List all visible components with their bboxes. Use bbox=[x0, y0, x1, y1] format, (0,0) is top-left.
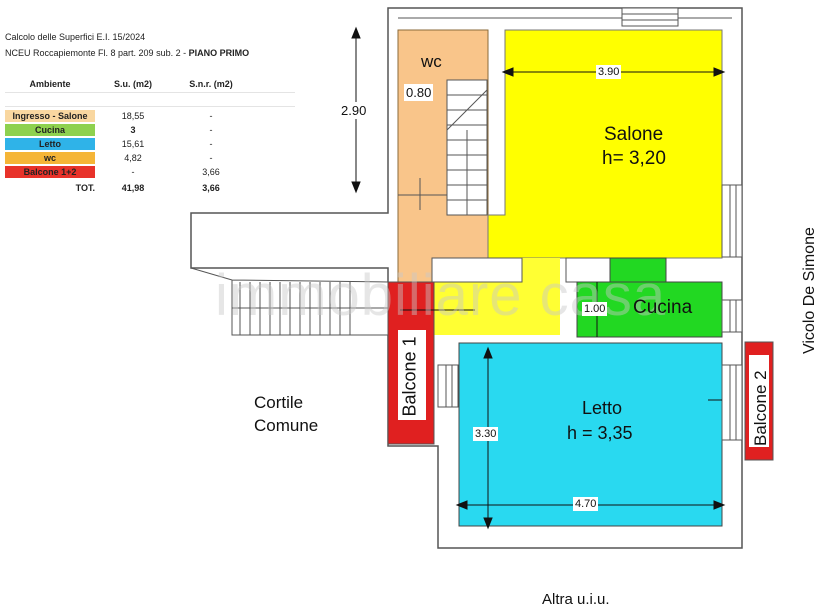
total-snr: 3,66 bbox=[202, 183, 220, 193]
row-name: Ingresso - Salone bbox=[5, 110, 95, 122]
salone-height: h= 3,20 bbox=[602, 148, 666, 169]
col-ambiente: Ambiente bbox=[29, 79, 71, 89]
row-name: Balcone 1+2 bbox=[5, 166, 95, 178]
row-su: - bbox=[131, 167, 135, 177]
window-right-letto bbox=[721, 364, 743, 441]
balcone-1-label: Balcone 1 bbox=[399, 336, 420, 417]
wc-label: wc bbox=[421, 52, 442, 71]
col-su: S.u. (m2) bbox=[113, 79, 152, 89]
table-row: Cucina 3 - bbox=[5, 124, 295, 136]
altra-uiu-label: Altra u.i.u. bbox=[542, 591, 610, 608]
total-label: TOT. bbox=[75, 183, 95, 193]
letto-label: Letto bbox=[582, 398, 623, 418]
header-line-2-bold: PIANO PRIMO bbox=[188, 48, 250, 58]
cortile-label-2: Comune bbox=[254, 416, 319, 435]
dim-salone-width: 3.90 bbox=[596, 65, 622, 79]
letto-room bbox=[458, 342, 723, 527]
window-left-letto bbox=[437, 364, 459, 408]
header-line-1: Calcolo delle Superfici E.I. 15/2024 bbox=[5, 32, 146, 42]
window-top bbox=[621, 7, 679, 27]
row-snr: - bbox=[209, 139, 213, 149]
dim-letto-depth: 3.30 bbox=[473, 427, 499, 441]
row-su: 18,55 bbox=[121, 111, 145, 121]
letto-height: h = 3,35 bbox=[567, 423, 633, 443]
dim-wc-width: 0.80 bbox=[404, 84, 434, 101]
row-su: 4,82 bbox=[124, 153, 142, 163]
table-row: Ingresso - Salone 18,55 - bbox=[5, 110, 295, 122]
balcone-2-label: Balcone 2 bbox=[751, 370, 770, 446]
row-name: Letto bbox=[5, 138, 95, 150]
dim-cucina-depth: 1.00 bbox=[582, 302, 608, 316]
table-row: Letto 15,61 - bbox=[5, 138, 295, 150]
table-row: Balcone 1+2 - 3,66 bbox=[5, 166, 295, 178]
table-header-row: Ambiente S.u. (m2) S.n.r. (m2) bbox=[5, 78, 295, 90]
cucina-top bbox=[609, 257, 667, 283]
cucina-label: Cucina bbox=[633, 297, 693, 318]
row-su: 15,61 bbox=[121, 139, 145, 149]
vicolo-label: Vicolo De Simone bbox=[801, 227, 818, 354]
row-snr: - bbox=[209, 153, 213, 163]
stairs-internal bbox=[446, 79, 488, 216]
header-line-2: NCEU Roccapiemonte Fl. 8 part. 209 sub. … bbox=[5, 48, 249, 58]
window-right-salone bbox=[721, 184, 743, 258]
row-name: wc bbox=[5, 152, 95, 164]
dim-stair-height: 2.90 bbox=[339, 102, 369, 119]
cortile-label-1: Cortile bbox=[254, 393, 304, 412]
watermark: immobiliare casa bbox=[215, 263, 667, 328]
row-snr: - bbox=[209, 125, 213, 135]
header-line-2-text: NCEU Roccapiemonte Fl. 8 part. 209 sub. … bbox=[5, 48, 189, 58]
total-su: 41,98 bbox=[121, 183, 145, 193]
row-snr: - bbox=[209, 111, 213, 121]
col-snr: S.n.r. (m2) bbox=[189, 79, 233, 89]
stairs-external bbox=[190, 267, 389, 336]
dim-letto-width: 4.70 bbox=[573, 497, 599, 511]
table-row: wc 4,82 - bbox=[5, 152, 295, 164]
table-total-row: TOT. 41,98 3,66 bbox=[5, 182, 295, 194]
row-snr: 3,66 bbox=[202, 167, 220, 177]
salone-label: Salone bbox=[604, 124, 664, 145]
row-su: 3 bbox=[130, 125, 136, 135]
row-name: Cucina bbox=[5, 124, 95, 136]
window-right-cucina bbox=[721, 299, 743, 333]
